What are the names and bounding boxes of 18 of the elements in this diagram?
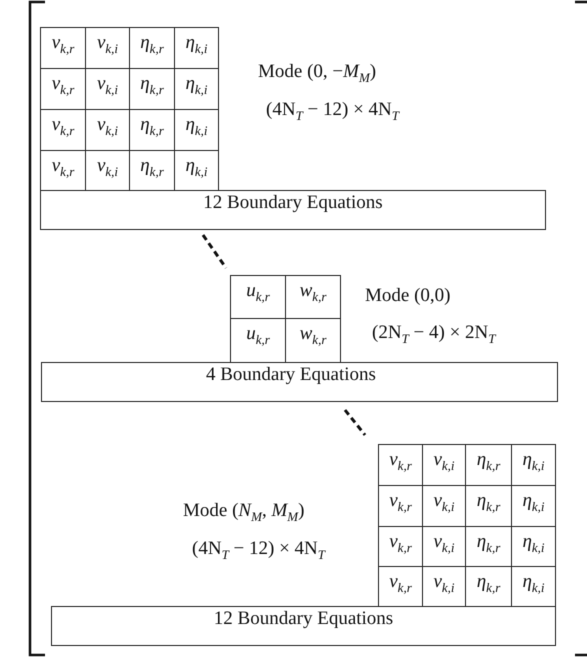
- matrix-size-label: (2N$_{T}$ − 4) × 2N$_{T}$: [372, 321, 496, 348]
- boundary-equations-box: [41, 362, 558, 402]
- variable-cell: u$_{k,r}$: [230, 275, 286, 319]
- box-text: 12 Boundary Equations: [214, 607, 394, 631]
- boundary-equations-box: [51, 606, 556, 646]
- mode-label: Mode (0,0): [365, 284, 450, 308]
- box-text: 12 Boundary Equations: [203, 191, 383, 215]
- matrix-size-label: (4N$_{T}$ − 12) × 4N$_{T}$: [192, 537, 326, 564]
- box-text: 4 Boundary Equations: [206, 363, 376, 387]
- variable-cell: η$_{k,i}$: [174, 27, 219, 69]
- mode-label: Mode (0, −M$_{M}$): [258, 60, 376, 87]
- variable-cell: v$_{k,r}$: [378, 444, 423, 486]
- mode-label: Mode (N$_{M}$, M$_{M}$): [183, 499, 304, 526]
- matrix-size-label: (4N$_{T}$ − 12) × 4N$_{T}$: [266, 98, 400, 125]
- boundary-equations-box: [40, 190, 546, 230]
- variable-cell: η$_{k,i}$: [511, 444, 556, 486]
- variable-cell: w$_{k,r}$: [285, 275, 341, 319]
- variable-cell: v$_{k,r}$: [40, 27, 86, 69]
